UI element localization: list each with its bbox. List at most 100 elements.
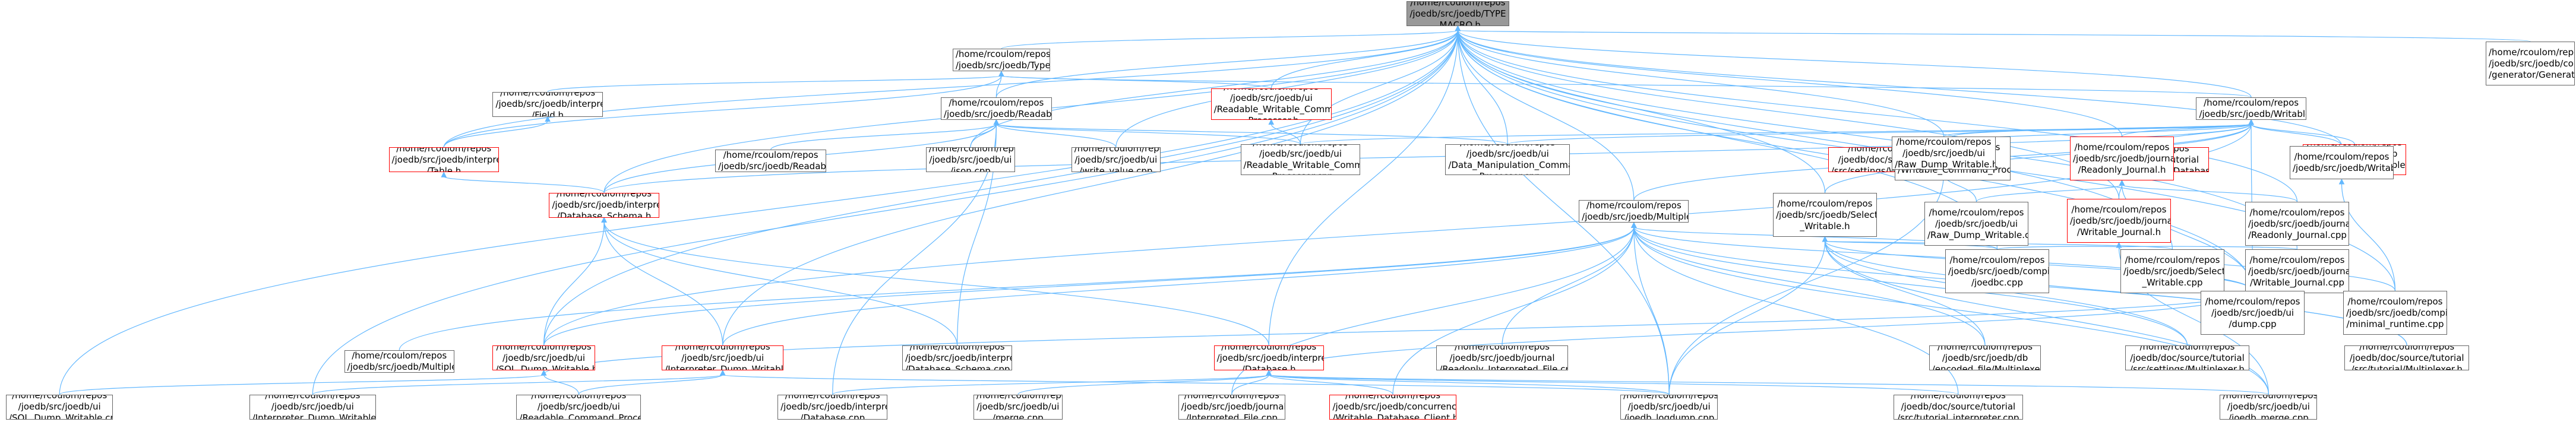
node-label-line: /home/rcoulom/repos (1929, 207, 2024, 218)
graph-node-sql-dump-cpp[interactable]: /home/rcoulom/repos/joedb/src/joedb/ui/S… (5, 394, 113, 420)
dependency-edge (1017, 374, 1269, 395)
node-label-line: /joedb/src/joedb/Selective (1776, 209, 1876, 220)
dependency-edge (443, 120, 548, 148)
graph-node-selective-cpp[interactable]: /home/rcoulom/repos/joedb/src/joedb/Sele… (2120, 249, 2224, 293)
graph-node-readable-cpp[interactable]: /home/rcoulom/repos/joedb/src/joedb/Read… (715, 150, 827, 173)
graph-node-merge-cpp[interactable]: /home/rcoulom/repos/joedb/src/joedb/ui/m… (973, 394, 1063, 420)
node-label-line: /joedb/src/joedb/Selective (2123, 265, 2224, 277)
node-label-line: /src/tutorial/Multiplexer.h (2351, 363, 2463, 371)
graph-node-sql-dump-h[interactable]: /home/rcoulom/repos/joedb/src/joedb/ui/S… (492, 345, 595, 371)
graph-node-encoded-mux[interactable]: /home/rcoulom/repos/joedb/src/joedb/db/e… (1929, 345, 2041, 371)
graph-node-write-value-cpp[interactable]: /home/rcoulom/repos/joedb/src/joedb/ui/w… (1071, 147, 1161, 173)
graph-node-interp-dump-cpp[interactable]: /home/rcoulom/repos/joedb/src/joedb/ui/I… (249, 394, 376, 420)
node-label-line: /SQL_Dump_Writable.cpp (8, 413, 113, 420)
dependency-edge (995, 123, 1301, 145)
node-label-line: /home/rcoulom/repos (2074, 141, 2170, 153)
graph-node-selective-h[interactable]: /home/rcoulom/repos/joedb/src/joedb/Sele… (1773, 193, 1877, 237)
dependency-edge (832, 374, 1269, 395)
node-label-line: /home/rcoulom/repos (1623, 394, 1718, 401)
dependency-edge (312, 30, 1459, 395)
graph-node-database-h[interactable]: /home/rcoulom/repos/joedb/src/joedb/inte… (1213, 345, 1324, 371)
node-label-line: /home/rcoulom/repos (1896, 137, 1992, 147)
graph-node-json-cpp[interactable]: /home/rcoulom/repos/joedb/src/joedb/ui/j… (925, 147, 1015, 173)
graph-node-table-h[interactable]: /home/rcoulom/repos/joedb/src/joedb/inte… (388, 147, 499, 173)
graph-node-readonly-journal-cpp[interactable]: /home/rcoulom/repos/joedb/src/joedb/jour… (2245, 202, 2349, 246)
graph-node-wdb-client-h[interactable]: /home/rcoulom/repos/joedb/src/joedb/conc… (1329, 394, 1456, 420)
graph-node-joedb-logdump[interactable]: /home/rcoulom/repos/joedb/src/joedb/ui/j… (1620, 394, 1718, 420)
dependency-edge (995, 123, 1508, 145)
node-label-line: /home/rcoulom/repos (1586, 200, 1681, 211)
node-label-line: /home/rcoulom/repos (909, 345, 1005, 352)
graph-node-writable-cpp[interactable]: /home/rcoulom/repos/joedb/src/joedb/Writ… (2290, 146, 2394, 179)
dependency-edge (722, 30, 1459, 346)
node-label-line: /Database_Schema.cpp (905, 363, 1010, 371)
graph-node-readonly-interp-file[interactable]: /home/rcoulom/repos/joedb/src/joedb/jour… (1436, 345, 1568, 371)
node-label-line: /home/rcoulom/repos (1221, 345, 1317, 352)
graph-node-type-h[interactable]: /home/rcoulom/repos/joedb/src/joedb/Type… (952, 49, 1050, 72)
graph-node-tut-interpreter[interactable]: /home/rcoulom/repos/joedb/doc/source/tut… (1893, 394, 2023, 420)
graph-node-readonly-journal-h[interactable]: /home/rcoulom/repos/joedb/src/joedb/jour… (2070, 137, 2174, 180)
node-label-line: /joedbc.cpp (1971, 277, 2023, 288)
node-label-line: /Readonly_Journal.h (2078, 164, 2166, 175)
edge-arrowhead (993, 119, 1000, 125)
node-label-line: /Readable_Writable_Command (1243, 160, 1360, 171)
node-label-line: /home/rcoulom/repos (2125, 254, 2220, 265)
node-label-line: /Raw_Dump_Writable.cpp (1927, 229, 2028, 240)
graph-node-field-h[interactable]: /home/rcoulom/repos/joedb/src/joedb/inte… (492, 91, 603, 117)
graph-node-rw-cmd-h[interactable]: /home/rcoulom/repos/joedb/src/joedb/ui/R… (1210, 88, 1332, 120)
graph-node-raw-dump-cpp[interactable]: /home/rcoulom/repos/joedb/src/joedb/ui/R… (1924, 202, 2028, 246)
graph-node-dump-cpp[interactable]: /home/rcoulom/repos/joedb/src/joedb/ui/d… (2201, 291, 2305, 335)
node-label-line: /home/rcoulom/repos (2204, 97, 2299, 108)
edge-arrowhead (1455, 25, 1461, 31)
dependency-edge (1996, 246, 2120, 250)
node-label-line: /home/rcoulom/repos (1949, 254, 2045, 265)
graph-node-database-cpp[interactable]: /home/rcoulom/repos/joedb/src/joedb/inte… (777, 394, 888, 420)
node-label-line: /joedb/src/joedb/concurrency (1332, 401, 1456, 413)
graph-node-readable-cmd-cpp[interactable]: /home/rcoulom/repos/joedb/src/joedb/ui/R… (516, 394, 641, 420)
node-label-line: /joedb/src/joedb/compiler (2489, 58, 2574, 69)
graph-node-compiler-gen[interactable]: /home/rcoulom/repos/joedb/src/joedb/comp… (2486, 42, 2575, 85)
node-label-line: /joedb/src/joedb/Readable.h (943, 108, 1052, 119)
graph-node-db-schema-cpp[interactable]: /home/rcoulom/repos/joedb/src/joedb/inte… (902, 345, 1013, 371)
node-label-line: /home/rcoulom/repos (928, 147, 1015, 154)
node-label-line: /home/rcoulom/repos (265, 394, 361, 401)
graph-node-data-manip-cpp[interactable]: /home/rcoulom/repos/joedb/src/joedb/ui/D… (1445, 144, 1570, 176)
dependency-edge (1001, 75, 2252, 98)
graph-node-minimal-runtime[interactable]: /home/rcoulom/repos/joedb/src/joedb/comp… (2343, 291, 2447, 335)
graph-node-interp-dump-h[interactable]: /home/rcoulom/repos/joedb/src/joedb/ui/I… (662, 345, 784, 371)
graph-node-raw-dump-h[interactable]: /home/rcoulom/repos/joedb/src/joedb/ui/R… (1892, 137, 1996, 170)
graph-node-multiplexer-cpp[interactable]: /home/rcoulom/repos/joedb/src/joedb/Mult… (344, 350, 454, 373)
edge-arrowhead (2248, 119, 2254, 125)
graph-node-writable-journal-h[interactable]: /home/rcoulom/repos/joedb/src/joedb/jour… (2067, 199, 2171, 243)
node-label-line: /joedb/src/joedb/ui (1259, 148, 1342, 160)
node-label-line: /Writable_Database_Client.h (1332, 413, 1456, 420)
graph-node-joedbc-cpp[interactable]: /home/rcoulom/repos/joedb/src/joedb/comp… (1945, 249, 2049, 293)
node-label-line: /home/rcoulom/repos (1777, 198, 1873, 209)
node-label-line: /joedb/src/joedb/interpreted (780, 401, 887, 413)
graph-node-readable-h[interactable]: /home/rcoulom/repos/joedb/src/joedb/Read… (940, 97, 1052, 120)
dependency-edge (603, 221, 723, 346)
node-label-line: /joedb/src/joedb/ui (1902, 147, 1986, 158)
graph-node-tut-tutorial-mux[interactable]: /home/rcoulom/repos/joedb/doc/source/tut… (2344, 345, 2470, 371)
edge-arrowhead (541, 370, 547, 376)
graph-node-tut-settings-mux[interactable]: /home/rcoulom/repos/joedb/doc/source/tut… (2125, 345, 2250, 371)
node-label-line: /joedb_merge.cpp (2229, 413, 2309, 420)
edge-arrowhead (998, 71, 1004, 77)
graph-node-db-schema-h[interactable]: /home/rcoulom/repos/joedb/src/joedb/inte… (549, 192, 659, 218)
node-label-line: /home/rcoulom/repos (1345, 394, 1441, 401)
dependency-edge (59, 30, 1459, 395)
node-label-line: /joedb/doc/source/tutorial (2349, 352, 2464, 363)
dependency-edge (995, 75, 1002, 97)
dependency-edge (1502, 227, 1635, 346)
graph-node-rw-cmd-cpp[interactable]: /home/rcoulom/repos/joedb/src/joedb/ui/R… (1240, 144, 1361, 176)
graph-node-interpreted-file-cpp[interactable]: /home/rcoulom/repos/joedb/src/joedb/jour… (1178, 394, 1286, 420)
graph-node-multiplexer-h[interactable]: /home/rcoulom/repos/joedb/src/joedb/Mult… (1579, 200, 1689, 223)
node-label-line: /home/rcoulom/repos (1448, 145, 1567, 148)
graph-node-writable-h[interactable]: /home/rcoulom/repos/joedb/src/joedb/Writ… (2196, 97, 2306, 120)
node-label-line: /home/rcoulom/repos (675, 345, 770, 352)
graph-node-writable-journal-cpp[interactable]: /home/rcoulom/repos/joedb/src/joedb/jour… (2245, 249, 2349, 293)
node-label-line: _MACRO.h (1435, 19, 1481, 26)
dependency-edge (603, 221, 1269, 346)
graph-node-joedb-merge[interactable]: /home/rcoulom/repos/joedb/src/joedb/ui/j… (2220, 394, 2318, 420)
graph-node-root[interactable]: /home/rcoulom/repos/joedb/src/joedb/TYPE… (1406, 1, 1509, 26)
